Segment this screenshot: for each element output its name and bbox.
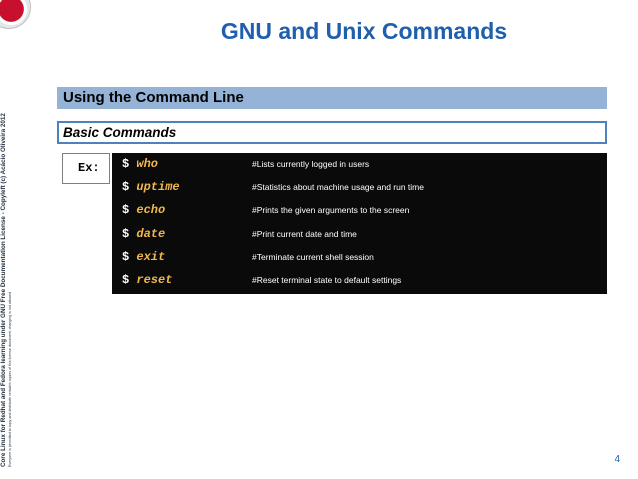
command-comment: #Lists currently logged in users — [252, 159, 370, 169]
example-label: Ex: — [62, 153, 110, 184]
subsection-heading: Basic Commands — [57, 121, 607, 144]
command-row-reset: $ reset #Reset terminal state to default… — [112, 269, 607, 291]
copyright-line: Core Linux for Redhat and Fedora learnin… — [0, 113, 7, 467]
command-text: $ echo — [122, 203, 165, 217]
red-hat-logo — [0, 0, 30, 28]
copyright-side-note: Core Linux for Redhat and Fedora learnin… — [0, 113, 24, 467]
command-comment: #Prints the given arguments to the scree… — [252, 205, 410, 215]
license-line: Everyone is permitted to copy and distri… — [8, 292, 12, 467]
section-heading: Using the Command Line — [57, 87, 607, 109]
command-text: $ uptime — [122, 180, 180, 194]
command-row-date: $ date #Print current date and time — [112, 223, 607, 245]
page-number: 4 — [614, 454, 620, 465]
command-comment: #Reset terminal state to default setting… — [252, 275, 402, 285]
command-name: who — [136, 157, 159, 171]
slide-title: GNU and Unix Commands — [220, 18, 508, 44]
prompt-symbol: $ — [122, 157, 130, 171]
command-text: $ date — [122, 227, 165, 241]
command-comment: #Statistics about machine usage and run … — [252, 182, 424, 192]
prompt-symbol: $ — [122, 203, 130, 217]
command-comment: #Print current date and time — [252, 229, 357, 239]
command-name: reset — [136, 273, 173, 287]
command-text: $ who — [122, 157, 158, 171]
command-comment: #Terminate current shell session — [252, 252, 374, 262]
prompt-symbol: $ — [122, 273, 130, 287]
command-row-uptime: $ uptime #Statistics about machine usage… — [112, 176, 607, 198]
command-name: uptime — [136, 180, 180, 194]
command-row-exit: $ exit #Terminate current shell session — [112, 246, 607, 268]
terminal-block: $ who #Lists currently logged in users $… — [112, 153, 607, 294]
command-text: $ reset — [122, 273, 172, 287]
command-text: $ exit — [122, 250, 165, 264]
command-name: exit — [136, 250, 166, 264]
command-name: date — [136, 227, 166, 241]
command-row-echo: $ echo #Prints the given arguments to th… — [112, 199, 607, 221]
command-row-who: $ who #Lists currently logged in users — [112, 153, 607, 175]
prompt-symbol: $ — [122, 180, 130, 194]
prompt-symbol: $ — [122, 227, 130, 241]
command-name: echo — [136, 203, 166, 217]
prompt-symbol: $ — [122, 250, 130, 264]
